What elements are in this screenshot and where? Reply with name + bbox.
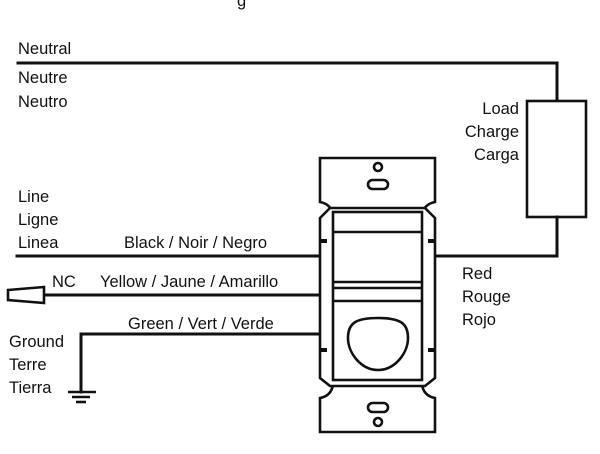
nc-wire-color-label: Yellow / Jaune / Amarillo: [100, 273, 278, 291]
line-label-fr: Ligne: [18, 211, 58, 229]
sensor-lens-icon: [346, 316, 410, 372]
line-label-en: Line: [18, 188, 49, 206]
load-label-es: Carga: [474, 146, 520, 164]
top-slot-icon: [366, 178, 390, 191]
left-terminal-top: [321, 239, 327, 243]
switch-faceplate: [331, 210, 424, 382]
ground-wire-color-label: Green / Vert / Verde: [128, 315, 274, 333]
neutral-wire-line: [16, 61, 559, 103]
red-label-fr: Rouge: [462, 288, 511, 306]
wire-nut-cap-icon: [6, 285, 46, 305]
ground-label-es: Tierra: [9, 379, 52, 397]
neutral-label-en: Neutral: [18, 40, 71, 58]
right-terminal-top: [428, 239, 434, 243]
right-terminal-bottom: [428, 348, 434, 352]
line-wire-color-label: Black / Noir / Negro: [124, 234, 267, 252]
load-box: [525, 99, 588, 219]
ground-symbol-icon: [68, 390, 96, 404]
bottom-screw-hole-icon: [372, 416, 384, 428]
ground-label-fr: Terre: [9, 356, 47, 374]
occupancy-sensor-switch: [318, 156, 437, 434]
line-label-es: Linea: [18, 234, 59, 252]
nc-label: NC: [52, 273, 76, 291]
load-label-fr: Charge: [465, 123, 519, 141]
red-wire: [433, 215, 559, 258]
left-terminal-bottom: [321, 348, 327, 352]
top-screw-hole-icon: [372, 161, 384, 173]
ground-wire: [79, 332, 323, 394]
neutral-label-fr: Neutre: [18, 69, 68, 87]
bottom-slot-icon: [366, 401, 390, 414]
red-label-en: Red: [462, 265, 492, 283]
red-label-es: Rojo: [462, 311, 496, 329]
neutral-label-es: Neutro: [18, 93, 68, 111]
top-mounting-strap: [318, 156, 437, 217]
neutral-wire: [16, 61, 559, 103]
title-fragment: g: [237, 0, 246, 10]
load-label-en: Load: [482, 100, 519, 118]
ground-label-en: Ground: [9, 333, 64, 351]
